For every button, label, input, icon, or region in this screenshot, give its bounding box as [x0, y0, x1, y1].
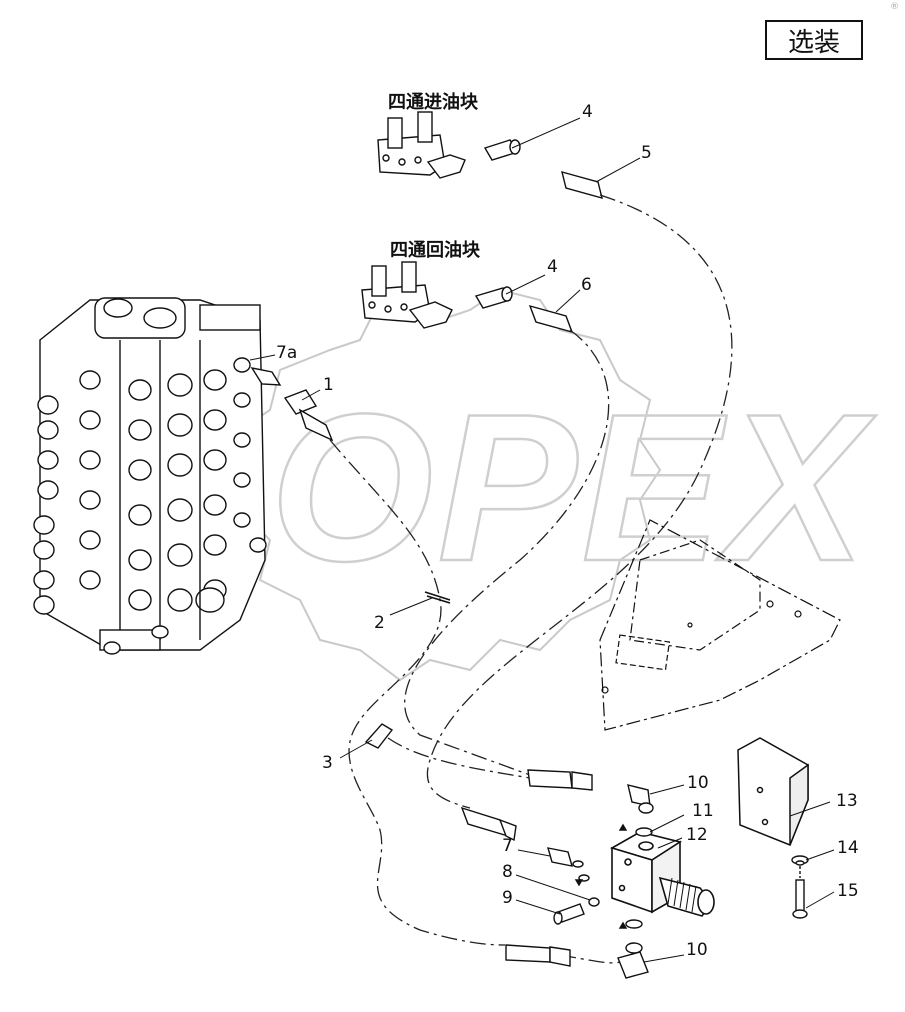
callout-9: 9	[502, 888, 513, 908]
leader-lines	[249, 117, 835, 963]
inlet-block-title: 四通进油块	[388, 92, 478, 113]
callout-1: 1	[323, 375, 334, 395]
return-block-title: 四通回油块	[390, 240, 480, 261]
callout-15: 15	[837, 881, 859, 901]
watermark-text: OPEX	[270, 370, 876, 605]
callout-4-return: 4	[547, 257, 558, 277]
callout-13: 13	[836, 791, 858, 811]
frame-plate	[599, 519, 841, 731]
valve-block-12	[609, 831, 715, 917]
callout-7: 7	[502, 836, 513, 856]
inlet-block	[377, 111, 603, 199]
o-ring-2	[424, 591, 451, 604]
seals-and-fittings	[547, 823, 653, 929]
callout-12: 12	[686, 825, 708, 845]
callout-5: 5	[641, 143, 652, 163]
callout-4-inlet: 4	[582, 102, 593, 122]
callout-10-upper: 10	[687, 773, 709, 793]
callout-3: 3	[322, 753, 333, 773]
callout-8: 8	[502, 862, 513, 882]
screw-9	[553, 897, 600, 925]
fitting-3	[364, 723, 394, 749]
hose-ends	[460, 769, 654, 979]
corner-mark: ®	[890, 2, 899, 12]
optional-equipment-label: 选装	[765, 20, 863, 60]
callout-14: 14	[837, 838, 859, 858]
return-block	[361, 261, 574, 334]
main-control-valve	[33, 297, 267, 655]
callout-7a: 7a	[276, 343, 298, 363]
callout-10-lower: 10	[686, 940, 708, 960]
callout-2: 2	[374, 613, 385, 633]
callout-6: 6	[581, 275, 592, 295]
callout-11: 11	[692, 801, 714, 821]
bolt-15-and-washer-14	[791, 855, 809, 919]
bracket-13	[737, 737, 809, 846]
